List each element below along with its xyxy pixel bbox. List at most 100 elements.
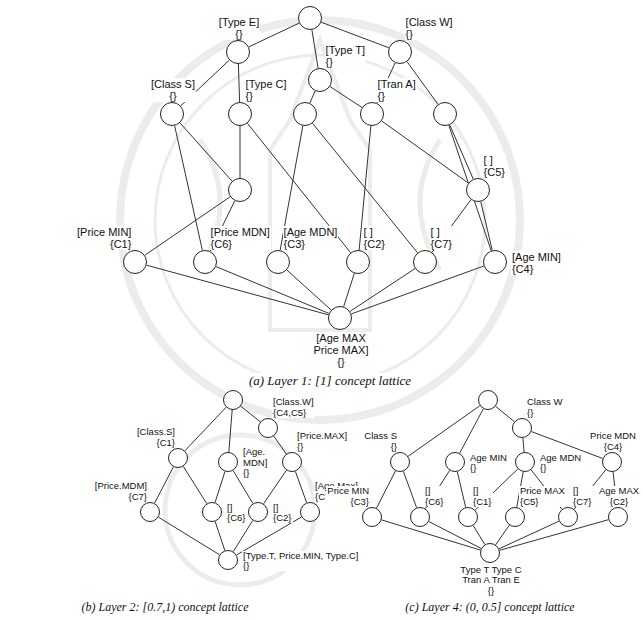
node-label: [Tran A]{}	[377, 78, 417, 102]
lattice-edge	[238, 64, 239, 102]
node-label-text: []	[272, 503, 293, 513]
node-label: Age MIN{}	[469, 453, 508, 474]
lattice-edge	[240, 126, 241, 178]
node-label: [Age. MDN]{}	[242, 447, 276, 478]
node-label-text: Price MAX	[519, 486, 566, 496]
lattice-edge	[183, 466, 206, 503]
node-label: Price MDN{C4}	[589, 431, 637, 452]
node-label-text: {C2}	[272, 513, 293, 523]
node-label-text: {C3}	[326, 497, 370, 507]
lattice-node: Class S{}	[390, 452, 410, 472]
lattice-edge	[310, 91, 315, 103]
lattice-node: Price MAX{C5}	[505, 507, 525, 527]
lattice-edge	[216, 267, 329, 314]
node-label-text: {C1}	[136, 438, 176, 448]
node-label-text: [Class S]	[150, 78, 196, 90]
lattice-node: Type T Type C Tran A Tran E{}	[480, 543, 500, 563]
node-label: []{C1}	[472, 486, 493, 507]
node-label-text: {C2}	[363, 238, 386, 250]
node-label: Age MDN{}	[539, 453, 582, 474]
node-label-text: [Age MAX Price MAX]	[309, 332, 373, 356]
node-label-text: {}	[296, 442, 348, 452]
node-label: [Price.MDM]{C7}	[94, 481, 148, 502]
node-label-text: {}	[377, 90, 417, 102]
lattice-node: Price MIN{C3}	[362, 507, 382, 527]
lattice-edge	[351, 266, 483, 314]
node-label: Price MIN{C3}	[326, 486, 370, 507]
node-label: Class W{}	[526, 397, 563, 418]
lattice-node: [Class.W]{C4,C5}	[258, 418, 278, 438]
node-label-text: Age MIN	[469, 453, 508, 463]
node-label-text: {}	[469, 463, 508, 473]
node-label-text: {}	[242, 561, 359, 571]
node-label-text: {}	[458, 586, 524, 596]
lattice-node: [Price MIN]{C1}	[123, 250, 147, 274]
lattice-edge	[377, 471, 396, 508]
node-label-text: []	[572, 486, 593, 496]
lattice-node: [Class.S]{C1}	[168, 448, 188, 468]
node-label: [Class.W]{C4,C5}	[272, 397, 315, 418]
node-label: Type T Type C Tran A Tran E{}	[458, 565, 524, 596]
node-label-text: {}	[309, 356, 373, 368]
node-label-text: {}	[242, 468, 276, 478]
node-label: []{C6}	[226, 503, 247, 524]
node-label-text: Price MDN	[589, 431, 637, 441]
lattice-edge	[481, 202, 492, 251]
lattice-edge	[147, 265, 329, 315]
lattice-node: [Age.Max]{C7}	[300, 502, 320, 522]
node-label-text: {C7}	[572, 497, 593, 507]
node-label-text: [Class W]	[405, 16, 454, 28]
node-label-text: []	[424, 486, 445, 496]
node-label: Age MAX{C2}	[598, 486, 640, 507]
lattice-edge	[344, 273, 355, 306]
node-label: [Price MIN]{C1}	[76, 226, 132, 250]
node-label-text: [Price.MAX]	[296, 431, 348, 441]
lattice-node: [Price MDN]{C6}	[193, 250, 217, 274]
node-label: []{C6}	[424, 486, 445, 507]
node-label-text: {C1}	[76, 238, 132, 250]
node-label: [Type C]{}	[245, 78, 288, 102]
lattice-node: Price MDN{C4}	[602, 452, 622, 472]
node-label-text: [Type C]	[245, 78, 288, 90]
node-label-text: Age MDN	[539, 453, 582, 463]
lattice-edge	[473, 526, 485, 545]
lattice-node: []{C6}	[202, 502, 222, 522]
lattice-edge	[330, 87, 362, 108]
node-label: []{C7}	[572, 486, 593, 507]
node-label-text: {C6}	[424, 497, 445, 507]
lattice-node: [Price.MDM]{C7}	[140, 502, 160, 522]
lattice-node: []{C1}	[458, 507, 478, 527]
lattice-edge	[382, 121, 468, 183]
lattice-edge	[460, 409, 484, 453]
lattice-edge	[229, 410, 232, 452]
node-label: [ ]{C2}	[363, 226, 386, 250]
node-label-text: {C4}	[511, 263, 562, 275]
node-label: [Type E]{}	[218, 16, 260, 40]
node-label: Price MAX{C5}	[519, 486, 566, 507]
lattice-node: [ ]{C2}	[346, 250, 370, 274]
lattice-node: [Type E]{}	[226, 40, 250, 64]
node-label-text: {C5}	[483, 166, 506, 178]
lattice-node	[298, 6, 322, 30]
caption: (b) Layer 2: [0.7,1) concept lattice	[80, 600, 251, 615]
node-label: [Age MIN]{C4}	[511, 251, 562, 275]
node-label: Class S{}	[363, 431, 398, 452]
node-label-text: {}	[539, 463, 582, 473]
lattice-edge	[457, 472, 465, 508]
node-label-text: []	[472, 486, 493, 496]
node-label-text: [Price.MDM]	[94, 481, 148, 491]
node-label-text: [Type.T, Price.MIN, Type.C]	[242, 551, 359, 561]
lattice-node: Age MDN{}	[515, 452, 535, 472]
lattice-edge	[295, 471, 306, 502]
lattice-edge	[185, 407, 226, 450]
lattice-node: Age MIN{}	[445, 452, 465, 472]
node-label-text: {}	[150, 90, 196, 102]
node-label: [ ]{C7}	[430, 226, 453, 250]
lattice-edge	[408, 406, 480, 456]
node-label: [Type T]{}	[325, 44, 367, 68]
node-label: [Price.MAX]{}	[296, 431, 348, 452]
node-label-text: {C6}	[226, 513, 247, 523]
node-label-text: {C1}	[472, 497, 493, 507]
lattice-node	[433, 102, 457, 126]
node-label-text: {C3}	[283, 238, 339, 250]
